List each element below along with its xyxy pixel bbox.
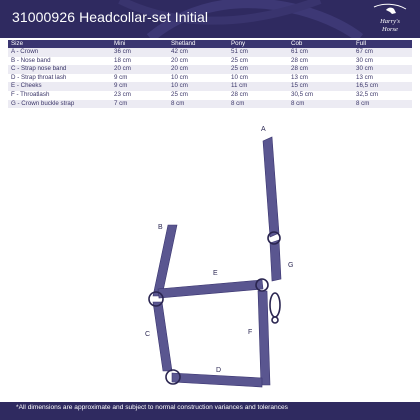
table-row: C - Strap nose band 20 cm 20 cm 25 cm 28…	[8, 65, 412, 74]
column-header: Pony	[228, 40, 288, 48]
table-cell: 25 cm	[168, 90, 228, 100]
right-ring	[255, 278, 269, 292]
table-cell: 9 cm	[111, 73, 168, 83]
nose-band-strap	[152, 224, 178, 297]
table-row: A - Crown 36 cm 42 cm 51 cm 61 cm 67 cm	[8, 48, 412, 57]
label-g: G	[288, 262, 293, 269]
upper-right-ring	[267, 231, 281, 245]
table-row: F - Throatlash 23 cm 25 cm 28 cm 30,5 cm…	[8, 90, 412, 100]
table-cell: 8 cm	[168, 99, 228, 109]
table-cell: 61 cm	[288, 48, 353, 57]
table-cell: 32,5 cm	[353, 90, 412, 100]
table-cell: 30,5 cm	[288, 90, 353, 100]
table-cell: 30 cm	[353, 56, 412, 66]
crown-strap	[262, 136, 280, 238]
table-cell: 30 cm	[353, 65, 412, 74]
table-cell: 20 cm	[168, 56, 228, 66]
table-cell: B - Nose band	[8, 56, 111, 66]
table-cell: 28 cm	[288, 56, 353, 66]
table-cell: C - Strap nose band	[8, 65, 111, 74]
snap-hook-eye	[271, 316, 279, 324]
table-cell: 16,5 cm	[353, 82, 412, 91]
label-b: B	[158, 224, 163, 231]
header-banner: 31000926 Headcollar-set Initial Harry's …	[0, 0, 420, 38]
cheeks-strap	[157, 279, 264, 299]
table-cell: 20 cm	[111, 65, 168, 74]
throatlash-strap	[257, 290, 271, 386]
column-header: Size	[8, 40, 111, 48]
strap-nose-band	[152, 301, 173, 372]
label-a: A	[261, 126, 266, 133]
left-ring	[148, 291, 164, 307]
table-cell: 28 cm	[228, 90, 288, 100]
column-header: Shetland	[168, 40, 228, 48]
table-cell: 25 cm	[228, 65, 288, 74]
table-cell: 9 cm	[111, 82, 168, 91]
table-cell: 51 cm	[228, 48, 288, 57]
column-header: Full	[353, 40, 412, 48]
page-title: 31000926 Headcollar-set Initial	[12, 9, 209, 25]
table-cell: 11 cm	[228, 82, 288, 91]
table-cell: 28 cm	[288, 65, 353, 74]
table-cell: D - Strap throat lash	[8, 73, 111, 83]
table-row: E - Cheeks 9 cm 10 cm 11 cm 15 cm 16,5 c…	[8, 82, 412, 91]
table-cell: 20 cm	[168, 65, 228, 74]
table-cell: 10 cm	[168, 73, 228, 83]
table-cell: E - Cheeks	[8, 82, 111, 91]
table-cell: 13 cm	[353, 73, 412, 83]
table-cell: F - Throatlash	[8, 90, 111, 100]
table-cell: 67 cm	[353, 48, 412, 57]
table-cell: 10 cm	[228, 73, 288, 83]
size-table: Size Mini Shetland Pony Cob Full A - Cro…	[8, 40, 412, 109]
logo-text-harrys: Harry's	[379, 18, 400, 25]
table-cell: 36 cm	[111, 48, 168, 57]
table-cell: 7 cm	[111, 99, 168, 109]
decorative-swirl	[118, 0, 364, 38]
table-cell: 42 cm	[168, 48, 228, 57]
label-f: F	[248, 329, 252, 336]
label-c: C	[145, 331, 150, 338]
table-row: B - Nose band 18 cm 20 cm 25 cm 28 cm 30…	[8, 56, 412, 66]
table-cell: G - Crown buckle strap	[8, 99, 111, 109]
bottom-left-ring	[165, 369, 181, 385]
table-cell: 13 cm	[288, 73, 353, 83]
column-header: Mini	[111, 40, 168, 48]
table-cell: 8 cm	[228, 99, 288, 109]
headcollar-diagram: A B C D E F G	[145, 126, 293, 388]
table-cell: 18 cm	[111, 56, 168, 66]
label-d: D	[216, 367, 221, 374]
label-e: E	[213, 270, 218, 277]
footnote: *All dimensions are approximate and subj…	[16, 404, 288, 411]
table-cell: 15 cm	[288, 82, 353, 91]
brand-logo: Harry's Horse	[373, 3, 407, 33]
crown-buckle-strap	[269, 239, 282, 282]
table-cell: 23 cm	[111, 90, 168, 100]
table-row: G - Crown buckle strap 7 cm 8 cm 8 cm 8 …	[8, 99, 412, 109]
footer-bar	[0, 402, 420, 420]
column-header: Cob	[288, 40, 353, 48]
throat-lash-strap	[171, 372, 263, 388]
table-cell: 25 cm	[228, 56, 288, 66]
table-header-row: Size Mini Shetland Pony Cob Full	[8, 40, 412, 48]
table-cell: 8 cm	[353, 99, 412, 109]
snap-hook	[269, 292, 281, 318]
table-row: D - Strap throat lash 9 cm 10 cm 10 cm 1…	[8, 73, 412, 83]
table-cell: 8 cm	[288, 99, 353, 109]
table-cell: A - Crown	[8, 48, 111, 57]
table-cell: 10 cm	[168, 82, 228, 91]
logo-text-horse: Horse	[381, 26, 398, 33]
